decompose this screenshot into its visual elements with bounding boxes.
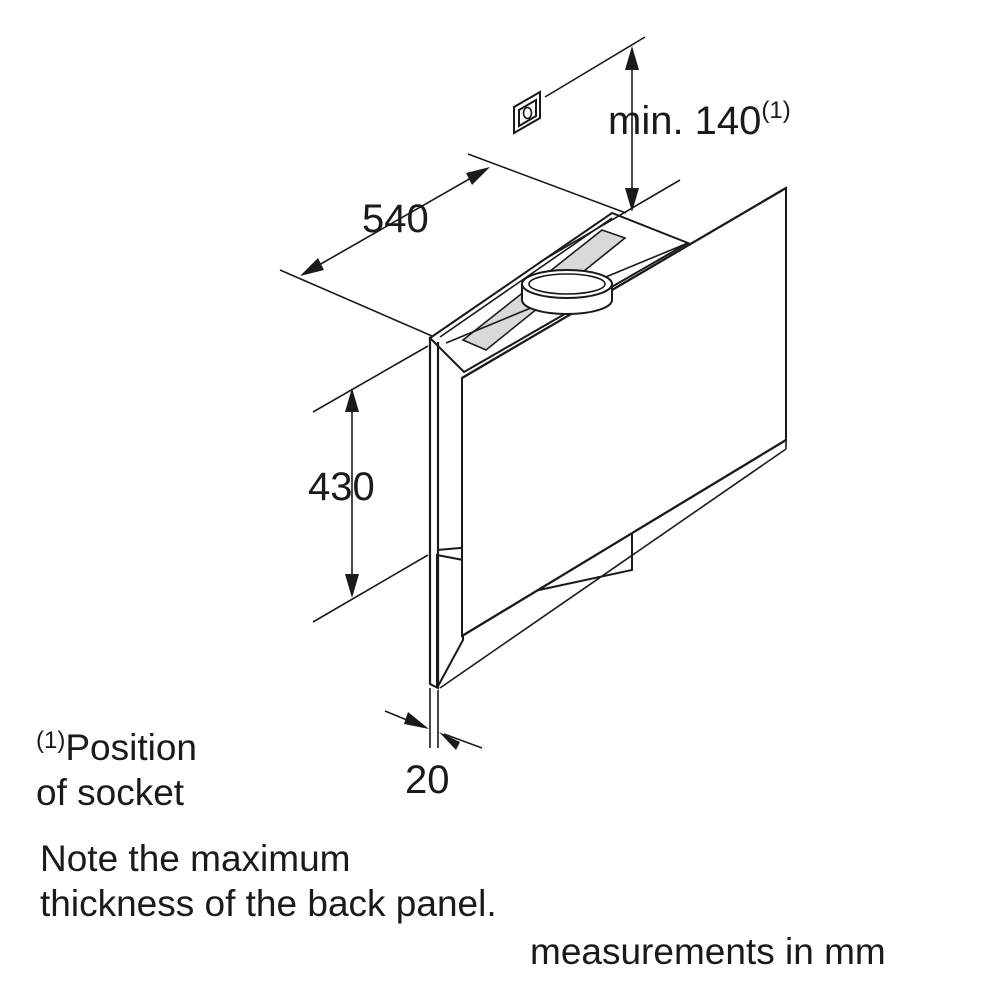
- label-width: 540: [362, 197, 429, 241]
- hood-lower-panel: [436, 553, 464, 689]
- dimension-socket-clearance: [539, 36, 681, 263]
- exhaust-collar: [521, 269, 613, 315]
- note-line1: Note the maximum: [40, 838, 351, 879]
- hood-drawing: [428, 186, 787, 690]
- label-height: 430: [308, 465, 375, 509]
- units-note: measurements in mm: [530, 931, 886, 972]
- dimension-width: [279, 153, 627, 337]
- footnote-line1: (1)Position: [36, 727, 197, 768]
- footnote-line2: of socket: [36, 772, 185, 813]
- label-thickness: 20: [405, 758, 450, 802]
- dimension-height: [312, 345, 429, 623]
- dimension-thickness: [384, 688, 483, 750]
- note-line2: thickness of the back panel.: [40, 883, 497, 924]
- label-socket-clearance: min. 140(1): [608, 97, 791, 143]
- power-socket-icon: [513, 90, 541, 135]
